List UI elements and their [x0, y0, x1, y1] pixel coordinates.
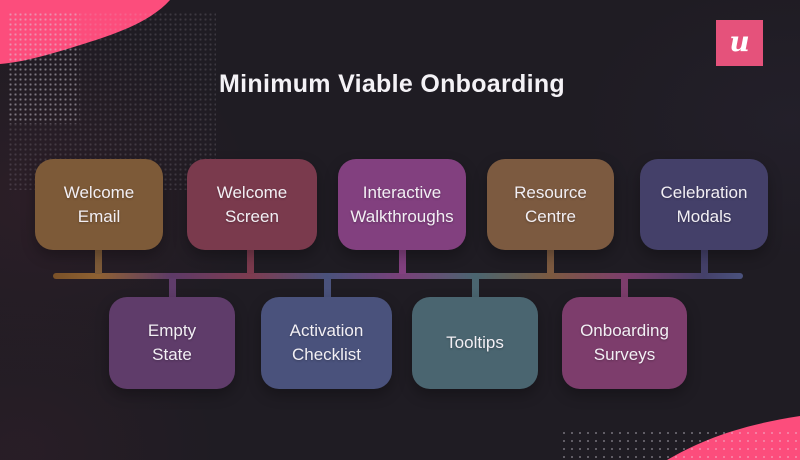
- node-interactive-walkthroughs: Interactive Walkthroughs: [338, 159, 466, 250]
- node-tooltips-label: Tooltips: [446, 333, 504, 353]
- connector-activation-checklist: [324, 278, 331, 300]
- node-interactive-walkthroughs-label: Interactive Walkthroughs: [350, 182, 454, 226]
- node-welcome-email: Welcome Email: [35, 159, 163, 250]
- pink-blob-bottom-right-shape: [667, 416, 800, 460]
- node-tooltips: Tooltips: [412, 297, 538, 389]
- pink-blob-bottom-right: [667, 416, 800, 460]
- connector-interactive-walkthroughs: [399, 246, 406, 274]
- connector-empty-state: [169, 278, 176, 300]
- node-resource-centre-label: Resource Centre: [514, 182, 587, 226]
- node-resource-centre: Resource Centre: [487, 159, 614, 250]
- node-celebration-modals: Celebration Modals: [640, 159, 768, 250]
- brand-logo: u: [716, 20, 763, 66]
- node-welcome-email-label: Welcome Email: [63, 182, 135, 226]
- node-onboarding-surveys: Onboarding Surveys: [562, 297, 687, 389]
- node-activation-checklist: Activation Checklist: [261, 297, 392, 389]
- connector-welcome-email: [95, 246, 102, 274]
- node-activation-checklist-label: Activation Checklist: [289, 321, 364, 364]
- connector-welcome-screen: [247, 246, 254, 274]
- node-onboarding-surveys-label: Onboarding Surveys: [580, 321, 669, 364]
- brand-logo-letter: u: [729, 24, 750, 58]
- connector-celebration-modals: [701, 246, 708, 274]
- node-empty-state-label: Empty State: [147, 321, 197, 364]
- node-welcome-screen: Welcome Screen: [187, 159, 317, 250]
- connector-onboarding-surveys: [621, 278, 628, 300]
- pink-blob-top-left-shape: [0, 0, 170, 64]
- connector-resource-centre: [547, 246, 554, 274]
- node-welcome-screen-label: Welcome Screen: [216, 182, 288, 226]
- page-title: Minimum Viable Onboarding: [219, 70, 565, 98]
- pink-blob-top-left: [0, 0, 170, 64]
- node-empty-state: Empty State: [109, 297, 235, 389]
- timeline-bar: [53, 273, 743, 279]
- connector-tooltips: [472, 278, 479, 300]
- node-celebration-modals-label: Celebration Modals: [660, 182, 748, 226]
